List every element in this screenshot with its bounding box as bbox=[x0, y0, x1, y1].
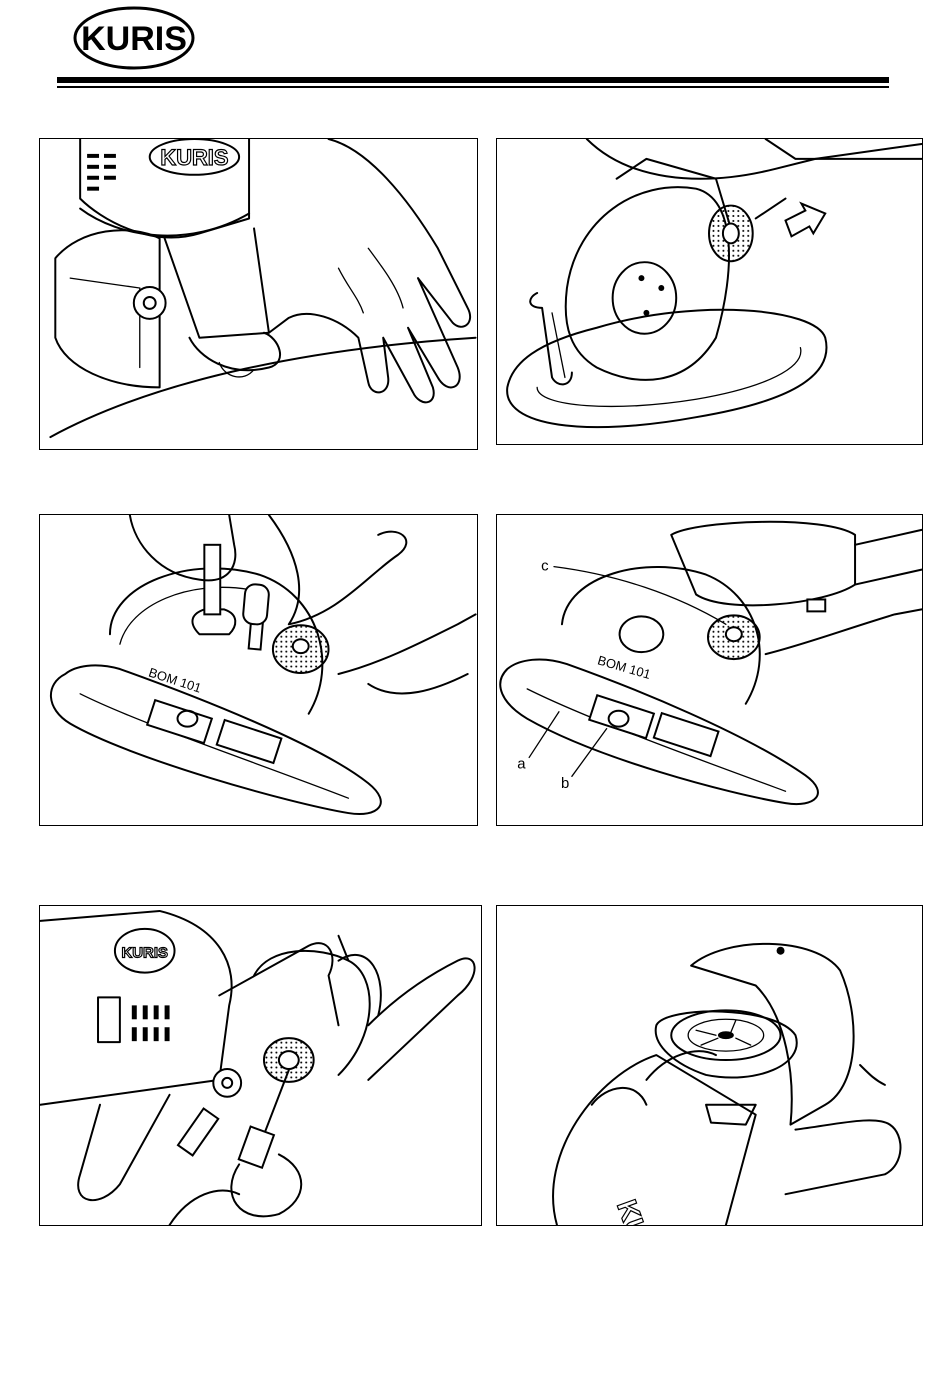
figure-5-screwdriver-adjustment: KURIS bbox=[39, 905, 482, 1226]
figure-6-open-cover: KURIS bbox=[496, 905, 923, 1226]
label-b: b bbox=[561, 776, 569, 792]
header-rule-thin bbox=[57, 86, 889, 88]
blade-marking: BOM 101 bbox=[147, 665, 203, 696]
label-a: a bbox=[517, 756, 526, 772]
figure-4-labelled-parts: BOM 101 c a b bbox=[496, 514, 923, 826]
header-rule bbox=[57, 77, 889, 83]
logo-on-motor: KURIS bbox=[122, 946, 168, 962]
logo-on-motor: KURIS bbox=[611, 1196, 670, 1225]
logo-text: KURIS bbox=[81, 20, 187, 58]
figure-1-hand-holding-cutter: KURIS bbox=[39, 138, 478, 450]
figure-3-blade-adjustment: BOM 101 bbox=[39, 514, 478, 826]
kuris-logo: KURIS bbox=[73, 6, 195, 70]
label-c: c bbox=[541, 559, 549, 575]
logo-on-motor: KURIS bbox=[160, 145, 228, 170]
figure-2-blade-guard-removal bbox=[496, 138, 923, 445]
